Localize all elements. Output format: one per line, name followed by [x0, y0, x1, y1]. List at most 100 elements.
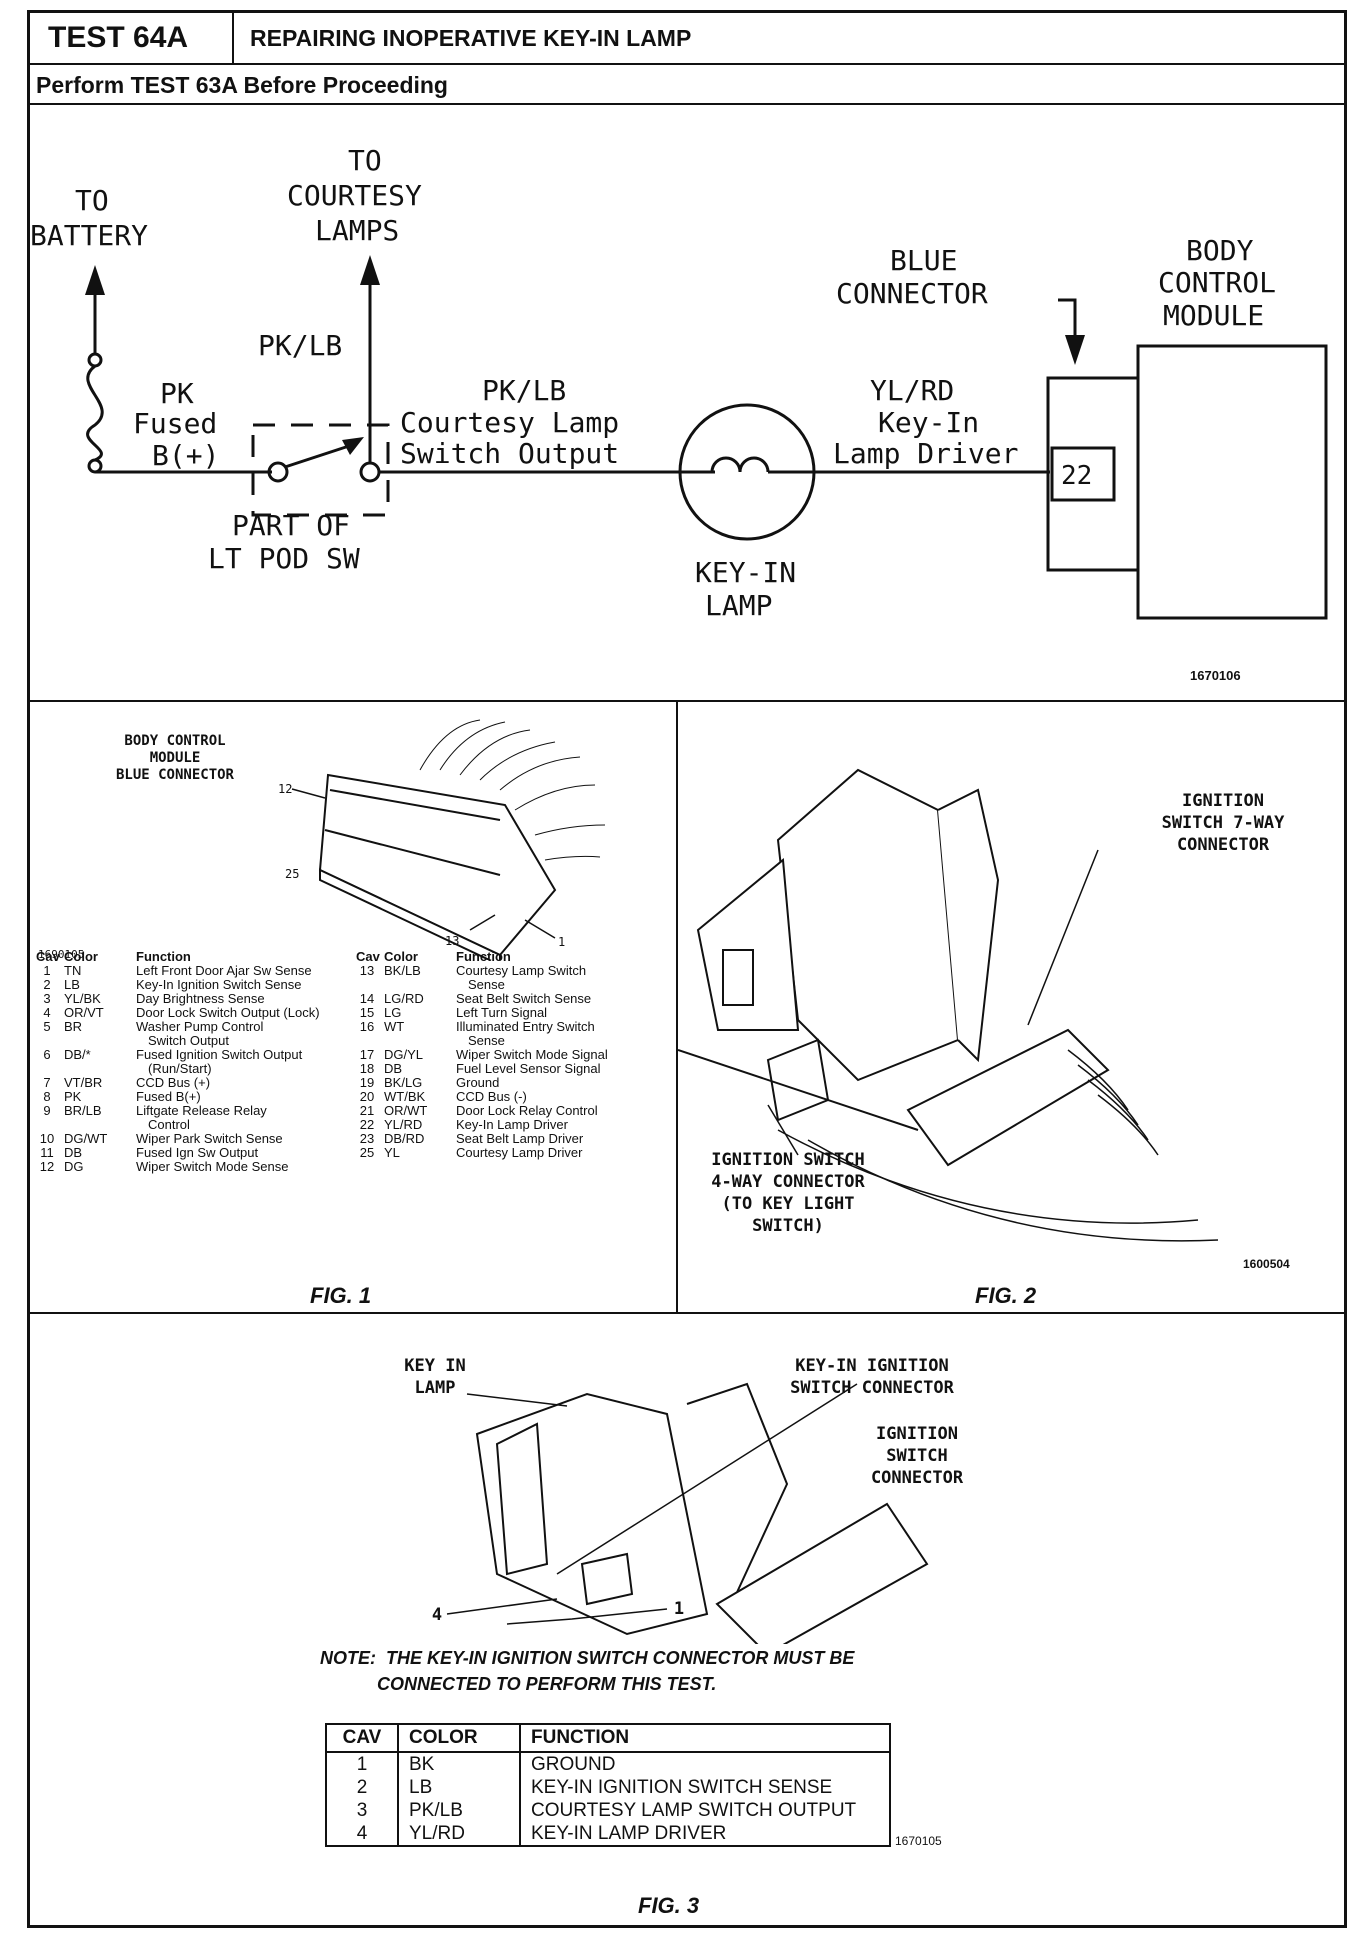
table-cell: BK/LG: [384, 1075, 423, 1090]
table-cell: Left Turn Signal: [456, 1005, 548, 1020]
divider-fig3: [27, 1312, 1347, 1314]
fig3-ignition-drawing: KEY IN LAMP KEY-IN IGNITION SWITCH CONNE…: [404, 1356, 964, 1644]
table-row: Sense: [356, 978, 666, 992]
table-cell: Seat Belt Switch Sense: [456, 991, 592, 1006]
table-cell: 8: [43, 1089, 51, 1104]
bcm-line2: CONTROL: [1158, 266, 1276, 299]
fig3-label: FIG. 3: [638, 1893, 700, 1918]
col-cav: CAV: [325, 1723, 399, 1753]
fig3-ignition-connector-line2: SWITCH: [886, 1446, 947, 1466]
right-header-cell: Function: [456, 949, 511, 964]
key-in-lamp-line2: LAMP: [705, 589, 772, 622]
fig1-pin-25: 25: [285, 867, 299, 881]
test-id: TEST 64A: [30, 13, 234, 63]
table-row: (Run/Start): [36, 1062, 356, 1076]
col-function: FUNCTION: [519, 1723, 891, 1753]
table-row: Control: [36, 1118, 356, 1132]
part-of-line2: LT POD SW: [208, 542, 360, 575]
fig1-title-line3: BLUE CONNECTOR: [116, 767, 235, 783]
fig3-ref: 1670105: [895, 1834, 942, 1848]
table-cell: 1: [325, 1752, 399, 1776]
fig1-pin-12: 12: [278, 782, 292, 796]
left-header-cell: Color: [64, 949, 98, 964]
table-cell: 5: [43, 1019, 51, 1034]
table-cell: 19: [359, 1075, 375, 1090]
fig3-key-in-lamp-line2: LAMP: [415, 1378, 456, 1398]
fig1-title-line2: MODULE: [150, 750, 201, 766]
divider-schematic: [27, 700, 1347, 702]
courtesy-output-line1: PK/LB: [482, 374, 566, 407]
fig3-pin-4: 4: [432, 1605, 442, 1625]
table-cell: 22: [359, 1117, 375, 1132]
wiring-schematic: TO BATTERY TO COURTESY LAMPS PK/LB PK Fu…: [30, 144, 1328, 683]
table-row: Sense: [356, 1034, 666, 1048]
table-cell: 23: [359, 1131, 375, 1146]
table-cell: Liftgate Release Relay: [136, 1103, 267, 1118]
blue-connector-line2: CONNECTOR: [836, 277, 988, 310]
divider-fig12: [676, 700, 678, 1312]
table-cell: PK: [64, 1089, 82, 1104]
driver-line2: Key-In: [878, 406, 979, 439]
table-cell: DB: [64, 1145, 83, 1160]
driver-line3: Lamp Driver: [833, 437, 1018, 470]
fig1-connector-drawing: BODY CONTROL MODULE BLUE CONNECTOR 12 25…: [38, 719, 606, 960]
to-courtesy-line3: LAMPS: [315, 214, 399, 247]
battery-arrow-icon: [85, 265, 105, 295]
table-cell: Key-In Ignition Switch Sense: [136, 977, 302, 992]
table-cell: Washer Pump Control: [136, 1019, 264, 1034]
fig3-key-in-lamp-line1: KEY IN: [404, 1356, 465, 1376]
table-cell: BK/LB: [384, 963, 421, 978]
table-cell: 10: [39, 1131, 55, 1146]
table-cell: LG: [384, 1005, 402, 1020]
table-cell: Ground: [456, 1075, 500, 1090]
fig2-ref: 1600504: [1243, 1257, 1290, 1271]
right-header-cell: Color: [384, 949, 418, 964]
right-header-cell: Cav: [356, 949, 380, 964]
table-cell: 3: [325, 1799, 399, 1822]
table-cell: 4: [325, 1822, 399, 1847]
prerequisite-note: Perform TEST 63A Before Proceeding: [30, 65, 1344, 105]
table-cell: DG: [64, 1159, 84, 1174]
table-cell: Wiper Switch Mode Sense: [136, 1159, 289, 1174]
table-cell: 12: [39, 1159, 55, 1174]
table-cell: 3: [43, 991, 51, 1006]
fig1-pin-13: 13: [445, 934, 459, 948]
table-cell: Illuminated Entry Switch: [456, 1019, 595, 1034]
right-header: Cav Color Function: [356, 950, 666, 964]
table-cell: VT/BR: [64, 1075, 103, 1090]
table-cell: 11: [40, 1145, 54, 1160]
courtesy-arrow-icon: [360, 255, 380, 285]
to-battery-line2: BATTERY: [30, 219, 148, 252]
table-cell: 9: [43, 1103, 51, 1118]
fig2-label: FIG. 2: [975, 1283, 1037, 1308]
key-in-lamp-line1: KEY-IN: [695, 556, 796, 589]
table-cell: 2: [325, 1776, 399, 1799]
table-row: Switch Output: [36, 1034, 356, 1048]
table-cell: DG/YL: [384, 1047, 424, 1062]
table-cell: Courtesy Lamp Driver: [456, 1145, 583, 1160]
table-cell: Day Brightness Sense: [136, 991, 265, 1006]
fig2-7way-line2: SWITCH 7-WAY: [1162, 813, 1286, 833]
table-cell: YL/BK: [64, 991, 101, 1006]
fig2-4way-line3: (TO KEY LIGHT: [721, 1194, 854, 1214]
table-cell: LB: [64, 977, 80, 992]
table-cell: (Run/Start): [148, 1061, 212, 1076]
table-cell: Door Lock Relay Control: [456, 1103, 598, 1118]
table-cell: DB: [384, 1061, 403, 1076]
fig2-4way-line1: IGNITION SWITCH: [711, 1150, 865, 1170]
table-cell: 1: [43, 963, 51, 978]
